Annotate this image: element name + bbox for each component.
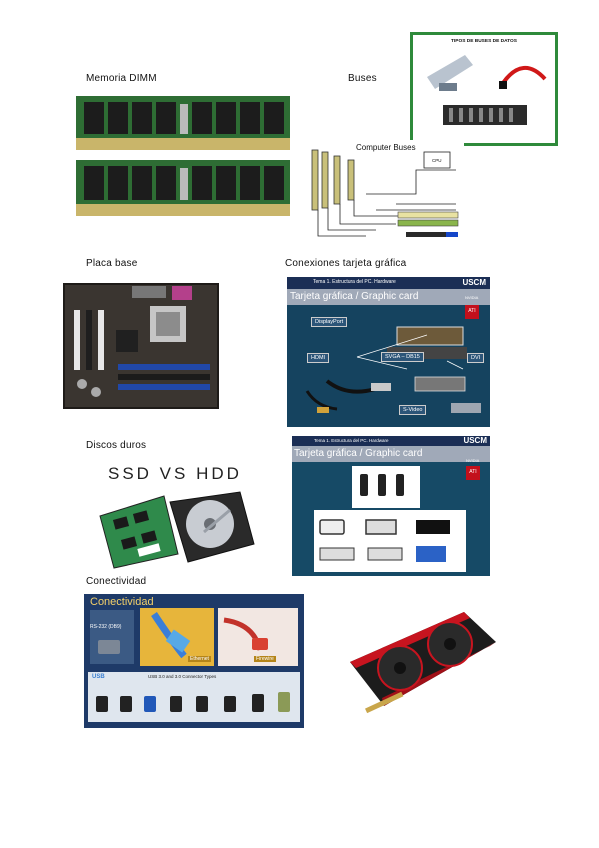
gpu-slide-2-title: Tarjeta gráfica / Graphic card <box>294 448 423 459</box>
bus-types-title: TIPOS DE BUSES DE DATOS <box>451 39 517 44</box>
vga-port-icon <box>416 546 446 562</box>
gpu-slide-2-logo: USCM <box>463 436 487 445</box>
hdmi-label: HDMI <box>307 353 330 363</box>
gpu-slide-1-nvidia: NVIDIA <box>465 295 479 300</box>
displayport-label: DisplayPort <box>311 317 348 327</box>
firewire-label: Firewire <box>254 656 276 662</box>
gpu-slide-1-logo: USCM <box>462 278 486 287</box>
graphics-card-image <box>344 606 500 714</box>
ssd-vs-hdd-image: SSD VS HDD <box>92 462 257 572</box>
computer-buses-diagram: Computer Buses CPU <box>306 140 464 244</box>
computer-buses-title: Computer Buses <box>356 143 416 152</box>
sata-cable-icon <box>501 66 547 85</box>
label-discos-duros: Discos duros <box>86 440 147 451</box>
displayport-icon <box>365 519 397 535</box>
hdmi-port-icon <box>416 520 450 534</box>
ssd-vs-hdd-title: SSD VS HDD <box>108 464 242 483</box>
label-conexiones-tarjeta-grafica: Conexiones tarjeta gráfica <box>285 258 407 269</box>
label-buses: Buses <box>348 73 377 84</box>
dvi-label: DVI <box>467 353 485 363</box>
gpu-connections-slide-2: Tema 1. Estructura del PC. Hardware USCM… <box>292 436 490 576</box>
usb-caption: USB 3.0 and 3.0 Connector Types <box>148 674 217 679</box>
gpu-connections-slide-1: Tema 1. Estructura del PC. Hardware USCM… <box>287 277 490 427</box>
gpu-slide-2-nvidia: NVIDIA <box>466 458 480 463</box>
label-placa-base: Placa base <box>86 258 138 269</box>
ram-slot-1 <box>118 364 210 370</box>
ati-logo: ATI <box>465 305 479 319</box>
label-memoria-dimm: Memoria DIMM <box>86 73 157 84</box>
usb-label: USB <box>92 674 105 680</box>
label-conectividad: Conectividad <box>86 576 147 587</box>
motherboard-image <box>62 280 222 414</box>
gpu-slide-2-header: Tema 1. Estructura del PC. Hardware <box>314 438 389 443</box>
ethernet-label: Ethernet <box>188 656 211 662</box>
connectivity-slide: Conectividad RS-232 (DB9) Ethernet Firew… <box>84 594 304 728</box>
cpu-label: CPU <box>432 158 442 163</box>
ati-logo-2: ATI <box>466 466 480 480</box>
ssd-icon <box>99 495 179 569</box>
rs232-label: RS-232 (DB9) <box>90 624 122 630</box>
dimm-memory-image <box>74 94 292 222</box>
svideo-label: S-Video <box>399 405 427 415</box>
mini-displayport-icon <box>319 519 345 535</box>
ribbon-cable-icon <box>427 55 473 89</box>
connectivity-slide-title: Conectividad <box>90 596 154 608</box>
dvi-port-icon-1 <box>319 547 355 561</box>
bus-types-image: TIPOS DE BUSES DE DATOS <box>410 32 558 146</box>
svga-label: SVGA – DB15 <box>381 352 424 362</box>
gpu-slide-1-title: Tarjeta gráfica / Graphic card <box>290 291 419 302</box>
rs232-panel <box>90 610 134 664</box>
usb-connectors-panel <box>88 672 300 722</box>
gpu-slide-1-header: Tema 1. Estructura del PC. Hardware <box>313 279 396 285</box>
dvi-port-icon-2 <box>367 547 403 561</box>
expansion-slots-icon <box>443 105 527 125</box>
